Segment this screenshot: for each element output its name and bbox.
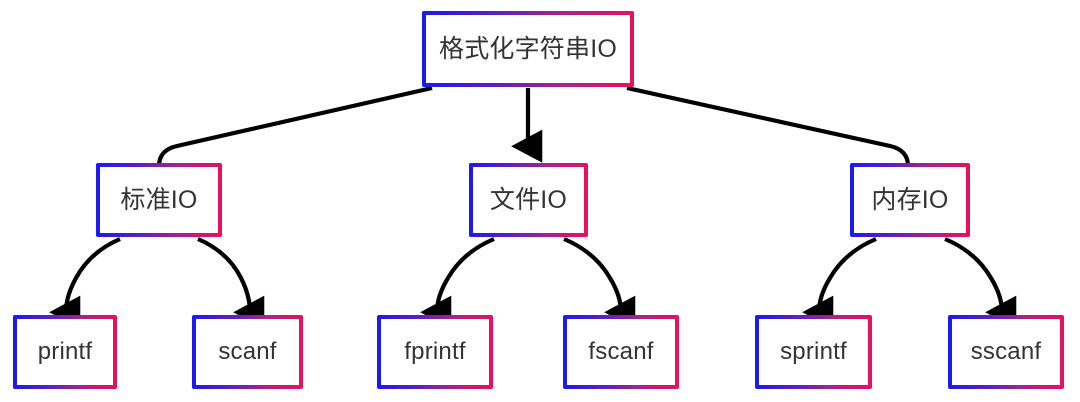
node-sscanf[interactable]: sscanf — [948, 315, 1064, 389]
node-label: 内存IO — [871, 185, 949, 214]
node-label: scanf — [218, 338, 277, 365]
node-label: sprintf — [780, 338, 847, 365]
node-scanf[interactable]: scanf — [192, 315, 303, 389]
node-label: 标准IO — [120, 185, 198, 214]
node-root-formatted-string-io[interactable]: 格式化字符串IO — [422, 11, 634, 87]
node-standard-io[interactable]: 标准IO — [96, 163, 222, 237]
node-printf[interactable]: printf — [13, 315, 117, 389]
node-label: printf — [37, 338, 93, 365]
node-sprintf[interactable]: sprintf — [755, 315, 872, 389]
node-file-io[interactable]: 文件IO — [469, 163, 588, 237]
edge-fileio-to-fprintf — [420, 237, 495, 329]
node-memory-io[interactable]: 内存IO — [850, 163, 970, 237]
edge-stdio-to-printf — [49, 237, 121, 329]
node-label: sscanf — [970, 338, 1042, 365]
node-label: fscanf — [588, 338, 654, 365]
node-fscanf[interactable]: fscanf — [563, 315, 679, 389]
edge-memio-to-sprintf — [802, 237, 877, 329]
node-label: 格式化字符串IO — [439, 34, 617, 63]
node-label: fprintf — [404, 338, 466, 365]
edge-fileio-to-fscanf — [563, 237, 636, 329]
edge-stdio-to-scanf — [197, 237, 265, 329]
node-fprintf[interactable]: fprintf — [377, 315, 493, 389]
edge-memio-to-sscanf — [944, 237, 1017, 329]
node-label: 文件IO — [489, 185, 568, 214]
